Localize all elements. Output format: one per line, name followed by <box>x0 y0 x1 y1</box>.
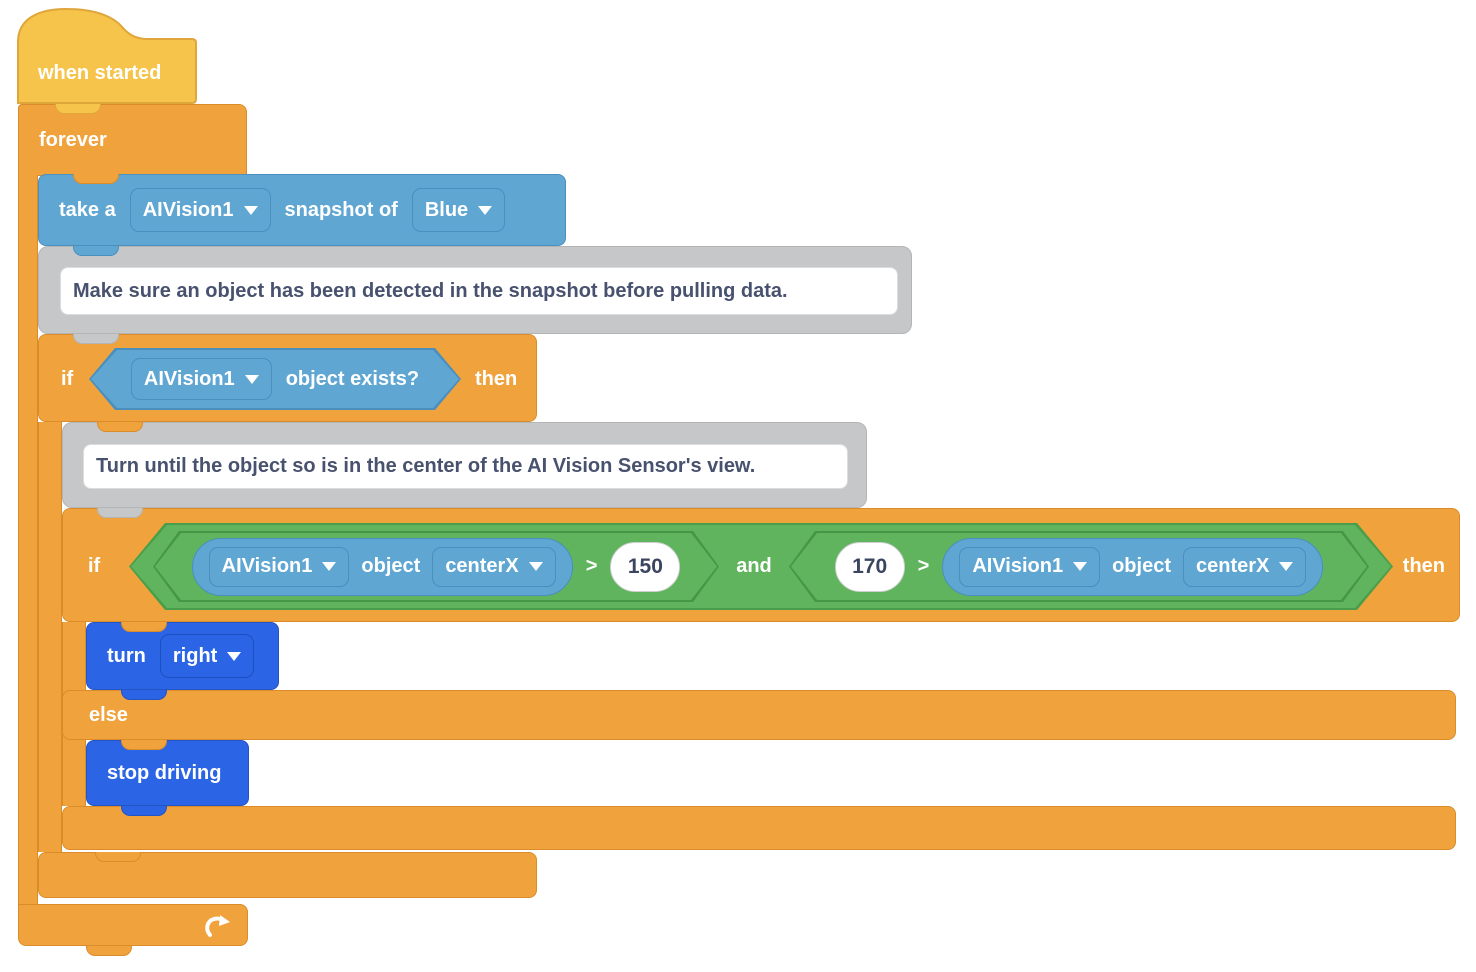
puzzle-notch <box>97 508 143 518</box>
puzzle-notch <box>73 334 119 344</box>
dropdown-arrow-icon <box>227 651 242 661</box>
dropdown-arrow-icon <box>529 562 543 571</box>
puzzle-notch <box>95 852 141 862</box>
greater-than-boolean-block[interactable]: 170 > AIVision1 object centerX <box>789 531 1369 602</box>
object-property-value: centerX <box>1196 555 1270 577</box>
take-snapshot-prefix-label: take a <box>59 198 116 221</box>
forever-block-spine[interactable] <box>18 175 38 905</box>
object-exists-boolean-block[interactable]: AIVision1 object exists? <box>89 348 461 410</box>
hat-shape <box>17 7 197 104</box>
loop-arrow-icon <box>205 915 230 937</box>
forever-block-footer[interactable] <box>18 904 248 946</box>
object-property-value: centerX <box>445 555 519 577</box>
vision-device-value: AIVision1 <box>143 367 235 390</box>
turn-direction-dropdown[interactable]: right <box>159 634 255 678</box>
puzzle-notch <box>121 622 167 632</box>
color-signature-dropdown[interactable]: Blue <box>411 188 506 232</box>
vision-object-reporter-block[interactable]: AIVision1 object centerX <box>942 538 1323 596</box>
if-centered-header[interactable]: if AIVision1 object <box>62 508 1460 622</box>
greater-than-operator: > <box>585 555 598 577</box>
object-label: object <box>361 555 421 577</box>
puzzle-notch <box>73 174 119 184</box>
vision-device-dropdown[interactable]: AIVision1 <box>209 547 350 587</box>
object-exists-label: object exists? <box>285 367 420 390</box>
dropdown-arrow-icon <box>478 205 493 215</box>
forever-block-header[interactable]: forever <box>18 104 247 176</box>
turn-direction-value: right <box>172 644 218 667</box>
and-keyword: and <box>736 555 772 577</box>
else-keyword: else <box>89 704 128 726</box>
vision-device-value: AIVision1 <box>221 555 313 577</box>
if-object-exists-header[interactable]: if AIVision1 object exists? then <box>38 334 537 422</box>
object-property-dropdown[interactable]: centerX <box>432 547 555 587</box>
puzzle-notch <box>73 246 119 256</box>
if-object-exists-footer[interactable] <box>38 852 537 898</box>
vision-device-dropdown[interactable]: AIVision1 <box>129 188 271 232</box>
color-signature-value: Blue <box>424 198 469 221</box>
else-bar[interactable]: else <box>62 690 1456 740</box>
puzzle-notch <box>121 690 167 700</box>
stop-driving-block[interactable]: stop driving <box>86 740 249 806</box>
object-property-dropdown[interactable]: centerX <box>1183 547 1306 587</box>
object-label: object <box>1112 555 1171 577</box>
then-keyword: then <box>475 368 518 390</box>
comment-text-area[interactable]: Make sure an object has been detected in… <box>60 267 898 315</box>
comment-text: Turn until the object so is in the cente… <box>96 455 756 477</box>
forever-label: forever <box>39 129 107 151</box>
stop-driving-label: stop driving <box>107 761 222 784</box>
if-keyword: if <box>61 368 74 390</box>
number-value: 170 <box>852 554 888 578</box>
when-started-block[interactable]: when started <box>16 6 198 106</box>
when-started-label: when started <box>38 62 162 84</box>
puzzle-notch <box>121 740 167 750</box>
comment-text-area[interactable]: Turn until the object so is in the cente… <box>83 444 848 489</box>
puzzle-notch <box>97 422 143 432</box>
puzzle-tab <box>86 946 132 956</box>
comment-text: Make sure an object has been detected in… <box>73 279 788 302</box>
number-value: 150 <box>627 554 663 578</box>
vision-device-value: AIVision1 <box>142 198 234 221</box>
number-input[interactable]: 170 <box>835 542 905 592</box>
vision-device-dropdown[interactable]: AIVision1 <box>959 547 1100 587</box>
comment-block-center[interactable]: Turn until the object so is in the cente… <box>62 422 867 508</box>
then-keyword: then <box>1402 555 1445 577</box>
vision-device-value: AIVision1 <box>972 555 1064 577</box>
greater-than-operator: > <box>917 555 930 577</box>
take-snapshot-middle-label: snapshot of <box>284 198 398 221</box>
number-input[interactable]: 150 <box>610 542 680 592</box>
greater-than-boolean-block[interactable]: AIVision1 object centerX > 150 <box>153 531 719 602</box>
comment-block-detect[interactable]: Make sure an object has been detected in… <box>38 246 912 334</box>
dropdown-arrow-icon <box>245 375 259 384</box>
turn-block[interactable]: turn right <box>86 622 279 690</box>
vision-device-dropdown[interactable]: AIVision1 <box>131 358 272 400</box>
if-keyword: if <box>88 555 101 577</box>
if-centered-footer[interactable] <box>62 806 1456 850</box>
dropdown-arrow-icon <box>1279 562 1293 571</box>
vision-object-reporter-block[interactable]: AIVision1 object centerX <box>192 538 573 596</box>
dropdown-arrow-icon <box>243 205 258 215</box>
turn-label: turn <box>107 644 146 667</box>
puzzle-notch <box>55 104 101 114</box>
if-object-exists-spine[interactable] <box>38 422 62 852</box>
dropdown-arrow-icon <box>1073 562 1087 571</box>
take-snapshot-block[interactable]: take a AIVision1 snapshot of Blue <box>38 174 566 246</box>
puzzle-notch <box>121 806 167 816</box>
dropdown-arrow-icon <box>322 562 336 571</box>
and-boolean-block[interactable]: AIVision1 object centerX > 150 <box>129 523 1393 610</box>
